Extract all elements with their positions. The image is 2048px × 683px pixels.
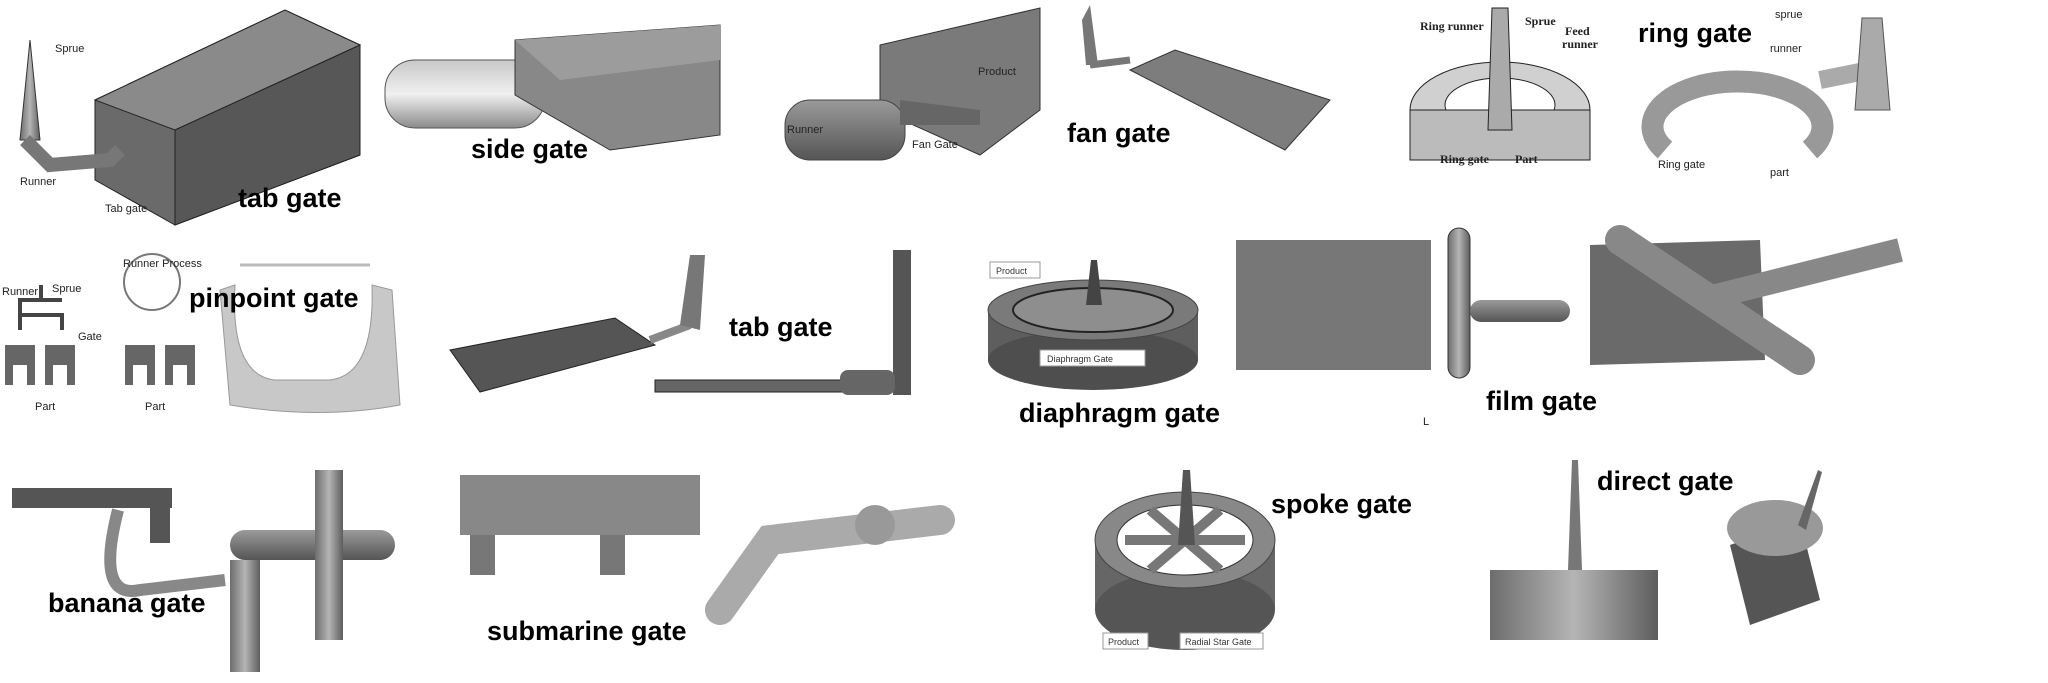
title-fan-gate: fan gate bbox=[1067, 118, 1171, 148]
label-runner: runner bbox=[1770, 43, 1802, 55]
label-part-2: Part bbox=[145, 401, 165, 413]
title-diaphragm-gate: diaphragm gate bbox=[1019, 398, 1220, 428]
label-sprue: Sprue bbox=[1525, 14, 1556, 28]
panel-fan-gate: Product Runner Fan Gate fan gate bbox=[784, 5, 1331, 161]
label-feed-runner-2: runner bbox=[1562, 37, 1599, 51]
label-tab-gate: Tab gate bbox=[105, 203, 147, 215]
label-ring-gate: Ring gate bbox=[1658, 159, 1705, 171]
title-film-gate: film gate bbox=[1486, 386, 1597, 416]
panel-diaphragm-gate: Product Diaphragm Gate diaphragm gate bbox=[987, 260, 1220, 428]
panel-side-gate: side gate bbox=[384, 24, 721, 164]
label-ring-runner: Ring runner bbox=[1420, 19, 1484, 33]
title-submarine-gate: submarine gate bbox=[487, 616, 687, 646]
label-length: L bbox=[1423, 416, 1429, 428]
panel-ring-gate-2: ring gate sprue runner Ring gate part bbox=[1638, 9, 1891, 179]
label-feed-runner: Feed bbox=[1565, 24, 1590, 38]
panel-spoke-gate: Product Radial Star Gate spoke gate bbox=[1094, 470, 1412, 650]
title-tab-gate-2: tab gate bbox=[729, 312, 833, 342]
label-product: Product bbox=[1108, 637, 1140, 647]
sprue-shape bbox=[19, 39, 41, 141]
panel-submarine-gate: submarine gate bbox=[460, 475, 955, 646]
label-part: Part bbox=[35, 401, 55, 413]
title-ring-gate: ring gate bbox=[1638, 18, 1752, 48]
title-tab-gate: tab gate bbox=[238, 183, 342, 213]
panel-direct-gate: direct gate bbox=[1490, 460, 1823, 640]
panel-pinpoint-gate: Runner Sprue Gate Part Runner Process Pa… bbox=[2, 253, 401, 413]
label-fan-gate: Fan Gate bbox=[912, 139, 958, 151]
label-runner: Runner bbox=[20, 176, 56, 188]
panel-tab-gate-1: Sprue Runner Tab gate tab gate bbox=[19, 9, 362, 226]
title-direct-gate: direct gate bbox=[1597, 466, 1734, 496]
panel-tab-gate-2: tab gate bbox=[449, 250, 911, 395]
panel-film-gate: L film gate bbox=[1236, 225, 1903, 428]
label-sprue: sprue bbox=[1775, 9, 1803, 21]
label-gate: Gate bbox=[78, 331, 102, 343]
panel-banana-gate: banana gate bbox=[12, 470, 395, 672]
label-sprue: Sprue bbox=[52, 283, 81, 295]
label-radial-star-gate: Radial Star Gate bbox=[1185, 637, 1252, 647]
title-banana-gate: banana gate bbox=[48, 588, 206, 618]
label-ring-gate: Ring gate bbox=[1440, 152, 1490, 166]
panel-ring-gate-1: Ring runner Sprue Feed runner Ring gate … bbox=[1409, 7, 1599, 166]
label-diaphragm-gate: Diaphragm Gate bbox=[1047, 354, 1113, 364]
label-runner: Runner bbox=[2, 286, 38, 298]
title-spoke-gate: spoke gate bbox=[1271, 489, 1412, 519]
title-side-gate: side gate bbox=[471, 134, 588, 164]
label-part: Part bbox=[1515, 152, 1538, 166]
label-product: Product bbox=[978, 66, 1016, 78]
label-runner: Runner bbox=[787, 124, 823, 136]
runner-shape bbox=[20, 135, 125, 173]
label-runner-process: Runner Process bbox=[123, 258, 202, 270]
label-part: part bbox=[1770, 167, 1789, 179]
label-sprue: Sprue bbox=[55, 43, 84, 55]
title-pinpoint-gate: pinpoint gate bbox=[189, 283, 358, 313]
label-product: Product bbox=[996, 266, 1028, 276]
